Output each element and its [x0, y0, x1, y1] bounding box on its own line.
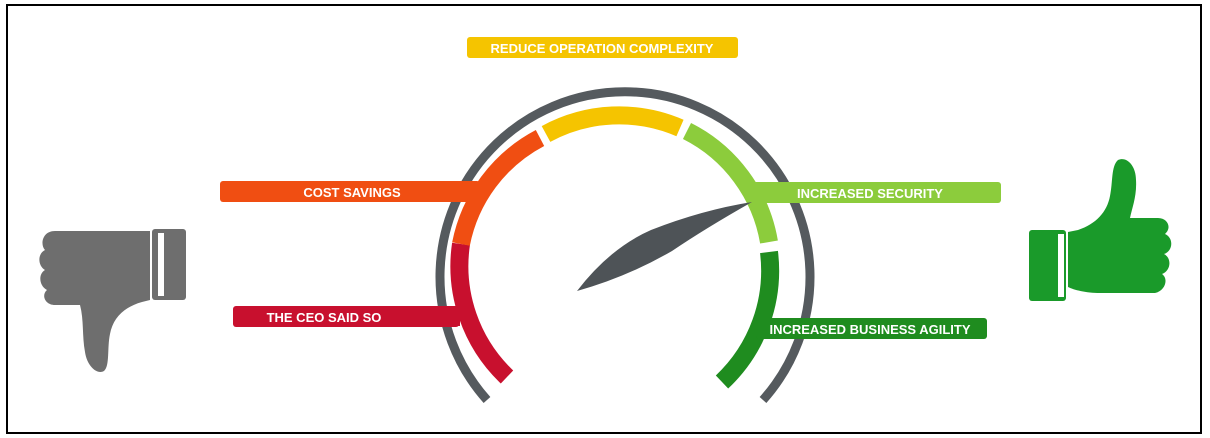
thumbs-down-icon	[39, 229, 186, 372]
segment-agility	[715, 250, 780, 389]
label-cost-savings: COST SAVINGS	[303, 185, 401, 200]
label-ceo-said-so: THE CEO SAID SO	[267, 310, 382, 325]
thumbs-up-icon	[1029, 159, 1172, 301]
segment-security	[682, 122, 778, 244]
segment-ceo	[450, 242, 514, 384]
label-bar-security	[746, 182, 1001, 203]
label-reduce-complexity: REDUCE OPERATION COMPLEXITY	[491, 41, 714, 56]
segment-reduce-complexity	[541, 106, 684, 142]
diagram-frame	[6, 4, 1202, 434]
label-bar-cost-savings	[220, 181, 480, 202]
gauge-outer-arc	[435, 87, 815, 403]
label-bar-agility	[756, 318, 987, 339]
segment-cost-savings	[452, 130, 545, 246]
label-bar-reduce	[467, 37, 738, 58]
label-bar-ceo	[233, 306, 459, 327]
label-increased-business-agility: INCREASED BUSINESS AGILITY	[769, 322, 970, 337]
label-increased-security: INCREASED SECURITY	[797, 186, 943, 201]
gauge-needle	[577, 202, 752, 291]
